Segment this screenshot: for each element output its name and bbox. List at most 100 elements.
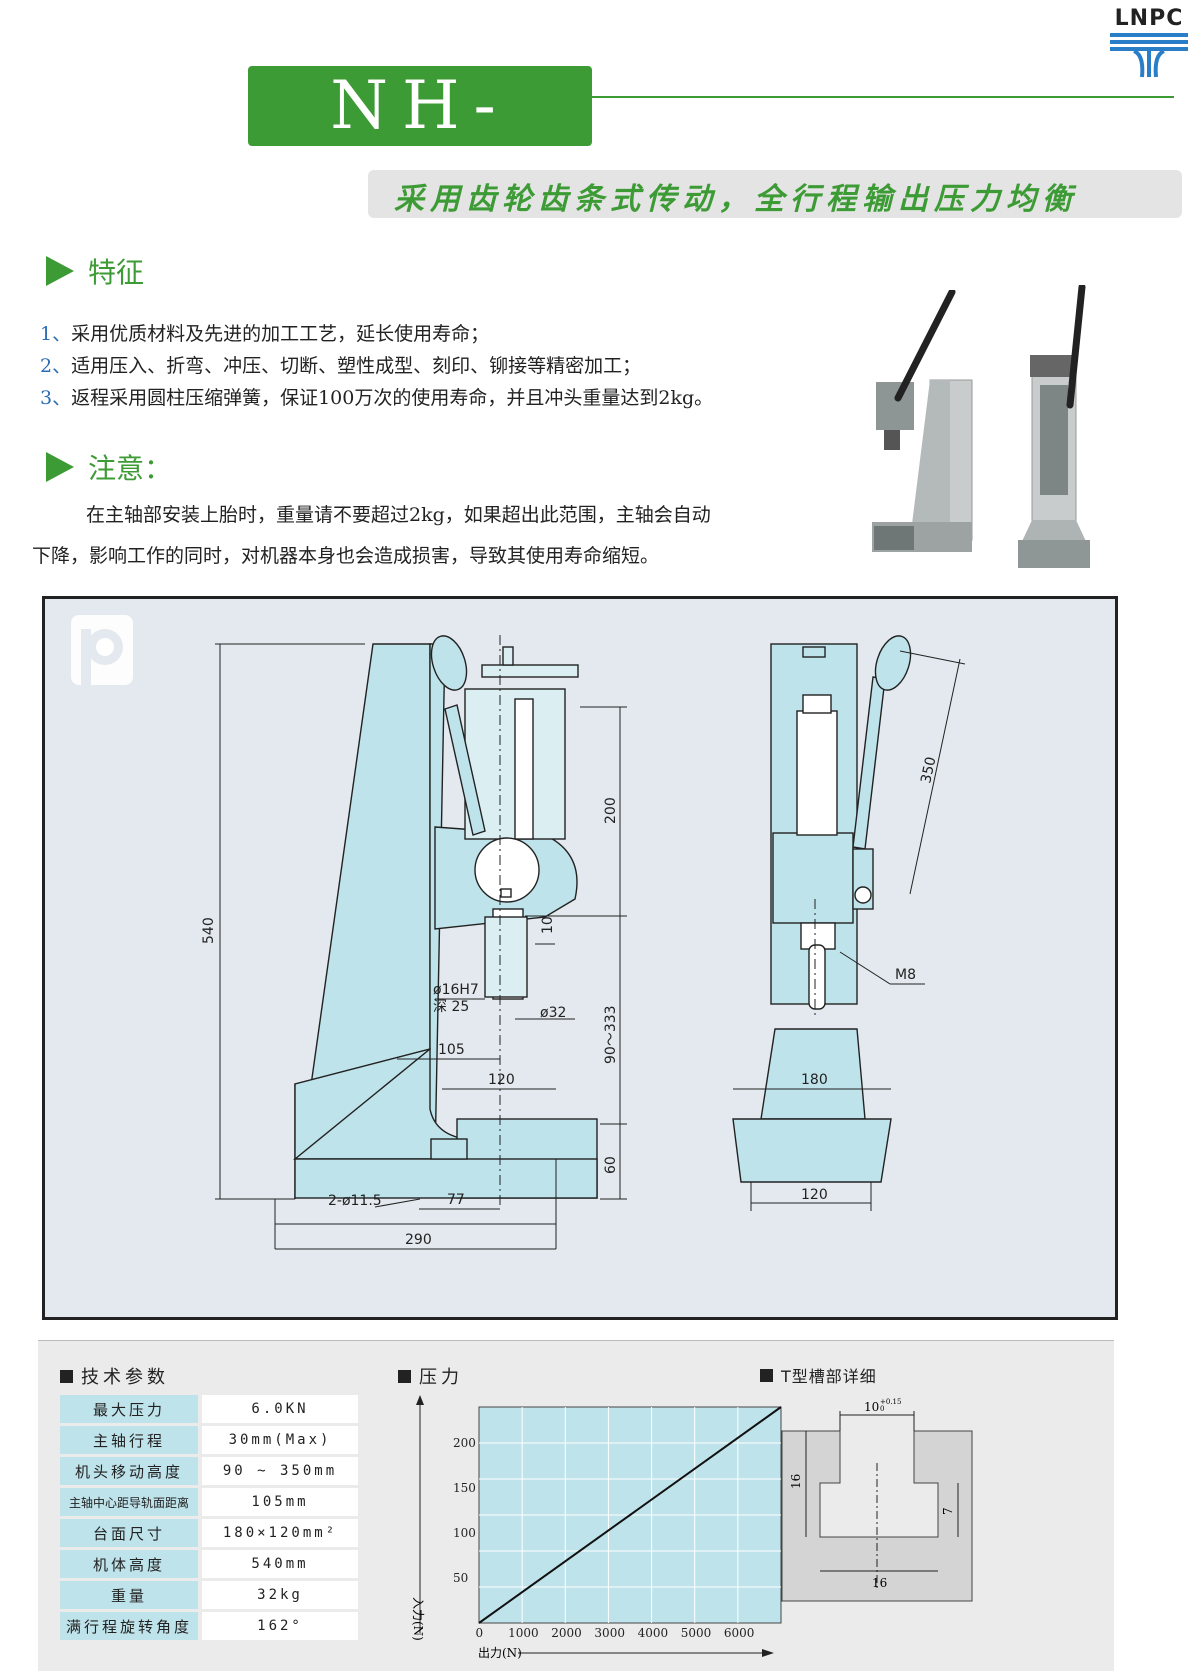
x-tick-label: 6000 [724, 1626, 755, 1640]
lever-knob-front [874, 635, 912, 691]
technical-drawing-panel: 540 200 10 ø16H7 深 25 ø32 90～333 105 120… [42, 596, 1118, 1320]
chart-y-ticks: 50 100 150 200 [453, 1436, 476, 1585]
dim-290: 290 [405, 1232, 432, 1248]
y-tick-label: 100 [453, 1526, 476, 1540]
x-tick-label: 3000 [594, 1626, 625, 1640]
slogan-banner [368, 170, 1182, 218]
dim-350: 350 [918, 755, 939, 784]
bullet-square-icon [60, 1370, 73, 1383]
bullet-square-icon [398, 1370, 411, 1383]
lever-front [852, 676, 886, 850]
spindle-slot-front [808, 944, 826, 1010]
cylinder-front [796, 710, 838, 836]
slogan-text: 采用齿轮齿条式传动，全行程输出压力均衡 [394, 182, 1078, 217]
chart-ylabel: 入力(N) [411, 1597, 425, 1641]
dim-16h7: ø16H7 [433, 982, 479, 998]
dim-90-333: 90～333 [603, 1005, 619, 1064]
chart-series-line [478, 1406, 782, 1624]
dim-depth: 深 25 [433, 999, 469, 1015]
y-tick-label: 150 [453, 1481, 476, 1495]
tslot-detail: 10 +0.15 0 16 7 16 [781, 1398, 973, 1602]
technical-drawing: 540 200 10 ø16H7 深 25 ø32 90～333 105 120… [71, 615, 966, 1250]
lever-side [444, 704, 486, 836]
spindle-front [800, 922, 836, 950]
head-front [772, 832, 854, 924]
y-tick-label: 50 [453, 1571, 468, 1585]
brand-mark-icon [1110, 33, 1188, 78]
stop-screw [502, 646, 514, 666]
cylinder-cap-front [802, 694, 832, 714]
product-photo-front [1018, 285, 1090, 568]
dim-32: ø32 [540, 1005, 566, 1021]
model-title: NH-600 [248, 66, 592, 224]
base-front [732, 1118, 892, 1183]
dim-180: 180 [801, 1072, 828, 1088]
base-foot [430, 1138, 468, 1160]
feature-item: 3、返程采用圆柱压缩弹簧，保证100万次的使用寿命，并且冲头重量达到2kg。 [40, 387, 714, 409]
x-tick-label: 1000 [508, 1626, 539, 1640]
note-arrow-icon [46, 452, 74, 482]
rail-slot-front [802, 646, 826, 658]
feature-item: 1、采用优质材料及先进的加工工艺，延长使用寿命； [40, 323, 490, 345]
note-heading: 注意： [88, 452, 173, 485]
lever-knob-side [430, 635, 468, 691]
dim-77: 77 [447, 1192, 465, 1208]
feature-heading: 特征 [88, 256, 145, 289]
gear-housing-top [481, 664, 579, 678]
feature-arrow-icon [46, 256, 74, 286]
product-photo-side [872, 290, 973, 552]
tslot-profile [781, 1430, 973, 1602]
tslot-right-dim: 7 [941, 1507, 955, 1515]
watermark-logo [71, 615, 133, 685]
y-arrow-head-icon [416, 1395, 424, 1405]
note-line-2: 下降，影响工作的同时，对机器本身也会造成损害，导致其使用寿命缩短。 [32, 545, 660, 567]
chart-heading: 压力 [398, 1363, 463, 1389]
x-tick-label: 0 [476, 1626, 484, 1640]
dim-120-side: 120 [488, 1072, 515, 1088]
dim-540: 540 [201, 917, 217, 944]
chart-x-ticks: 0 1000 2000 3000 4000 5000 6000 [476, 1626, 755, 1640]
tslot-tol-upper: +0.15 [880, 1398, 901, 1406]
x-tick-label: 5000 [681, 1626, 712, 1640]
dim-120-front: 120 [801, 1187, 828, 1203]
brand-logo: LNPC [1104, 6, 1194, 82]
spec-heading: 技术参数 [60, 1363, 169, 1389]
feature-item: 2、适用压入、折弯、冲压、切断、塑性成型、刻印、铆接等精密加工； [40, 355, 642, 377]
dim-60: 60 [603, 1156, 619, 1174]
dim-m8: M8 [895, 967, 916, 983]
feature-list: 1、采用优质材料及先进的加工工艺，延长使用寿命； 2、适用压入、折弯、冲压、切断… [40, 318, 713, 414]
chart-xlabel: 出力(N) [478, 1646, 522, 1660]
brand-name: LNPC [1114, 6, 1184, 31]
gear-key [500, 888, 512, 898]
gear-disc [474, 837, 540, 903]
tslot-bottom-dim: 16 [872, 1576, 887, 1590]
rack [514, 698, 534, 840]
y-tick-label: 200 [453, 1436, 476, 1450]
dim-105: 105 [438, 1042, 465, 1058]
dim-200: 200 [603, 797, 619, 824]
x-tick-label: 2000 [551, 1626, 582, 1640]
x-tick-label: 4000 [638, 1626, 669, 1640]
dim-2-11: 2-ø11.5 [328, 1193, 382, 1209]
base-side [294, 1158, 598, 1199]
bullet-square-icon [760, 1369, 773, 1382]
spindle-body [484, 916, 528, 998]
tslot-heading: T型槽部详细 [760, 1363, 877, 1387]
tslot-left-dim: 16 [789, 1474, 803, 1489]
title-rule [592, 96, 1174, 98]
tslot-top-dim: 10 [864, 1400, 879, 1414]
tslot-tol-lower: 0 [880, 1405, 884, 1413]
x-arrow-head-icon [762, 1649, 774, 1657]
dim-10: 10 [540, 916, 556, 934]
pressure-chart: 50 100 150 200 0 1000 2000 3000 4000 5000 6000 入力… [411, 1395, 782, 1660]
note-line-1: 在主轴部安装上胎时，重量请不要超过2kg，如果超出此范围，主轴会自动 [86, 504, 711, 526]
